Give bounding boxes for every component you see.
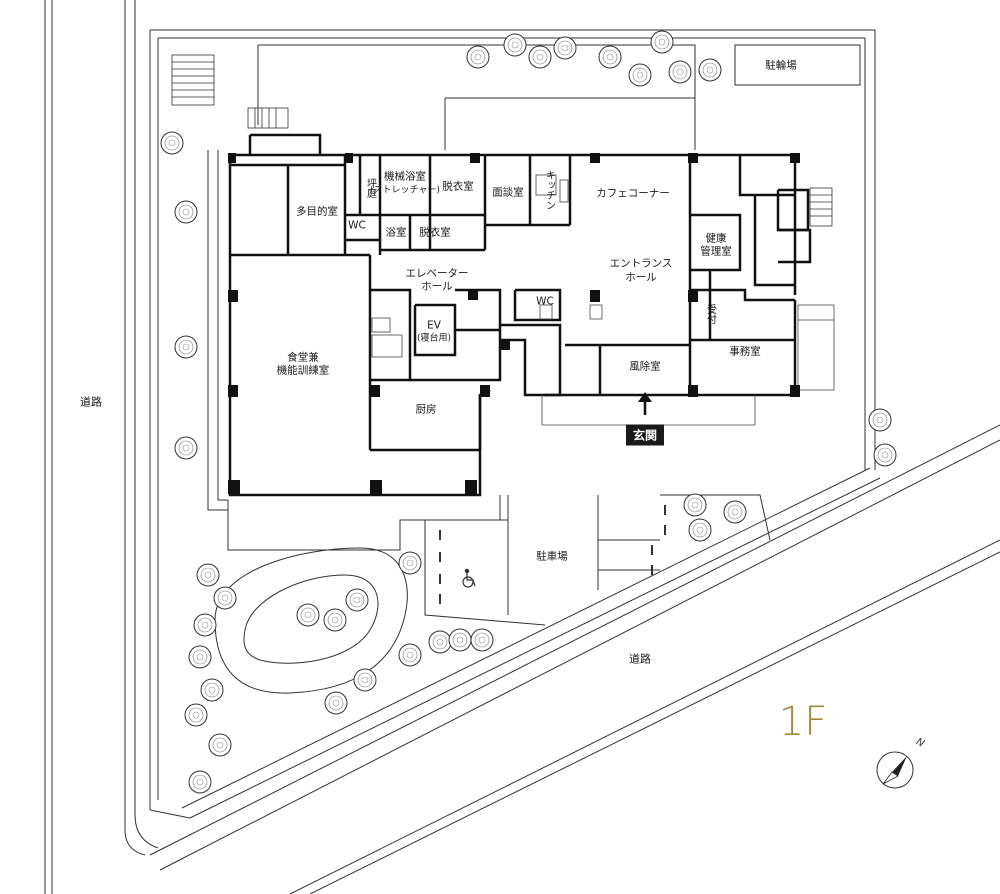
room-bath: 浴室	[385, 226, 407, 239]
ev-line2: (寝台用)	[416, 333, 452, 344]
room-reception: 受付	[704, 304, 716, 324]
room-multipurpose: 多目的室	[296, 205, 338, 218]
area-bicycle: 駐輪場	[765, 59, 797, 72]
site-boundary	[44, 0, 1000, 894]
room-dining-line1: 食堂兼	[287, 351, 319, 364]
room-windbreak: 風除室	[629, 360, 661, 373]
room-cafe: カフェコーナー	[596, 187, 670, 200]
room-dining-line2: 機能訓練室	[276, 364, 330, 377]
room-dressing-1: 脱衣室	[442, 180, 474, 193]
room-kitchen-main: 厨房	[415, 403, 437, 416]
road-west: 道路	[80, 395, 102, 409]
room-tsubo-garden: 坪庭	[364, 178, 376, 198]
exterior-stair-nw	[171, 54, 289, 129]
room-dressing-2: 脱衣室	[419, 226, 451, 239]
room-machine-bath-line2: (ストレッチャー)	[370, 185, 440, 196]
entrance-hall-line2: ホール	[625, 271, 657, 284]
ev-line1: EV	[427, 319, 441, 332]
columns	[228, 153, 800, 494]
entrance-label: 玄関	[625, 424, 665, 446]
room-wc-2: WC	[536, 295, 554, 308]
entrance-hall-line1: エントランス	[609, 257, 673, 270]
elevator-hall-line2: ホール	[421, 280, 453, 293]
room-interview: 面談室	[492, 186, 524, 199]
room-machine-bath-line1: 機械浴室	[384, 170, 426, 183]
road-south: 道路	[629, 652, 651, 666]
compass-icon	[876, 751, 914, 789]
elevator-hall-line1: エレベーター	[405, 267, 469, 280]
entrance-arrow	[638, 392, 652, 415]
room-wc-1: WC	[348, 219, 366, 232]
room-office: 事務室	[729, 345, 761, 358]
room-health-line2: 管理室	[700, 245, 732, 258]
room-kitchen-small: キッチン	[543, 170, 555, 210]
trees	[160, 30, 897, 794]
exterior-stair-ne	[809, 187, 833, 227]
floor-label: 1F	[778, 699, 828, 745]
wheelchair-icon	[462, 568, 476, 588]
room-health-line1: 健康	[705, 232, 727, 245]
area-parking: 駐車場	[536, 550, 568, 563]
garden-loop	[214, 547, 408, 694]
